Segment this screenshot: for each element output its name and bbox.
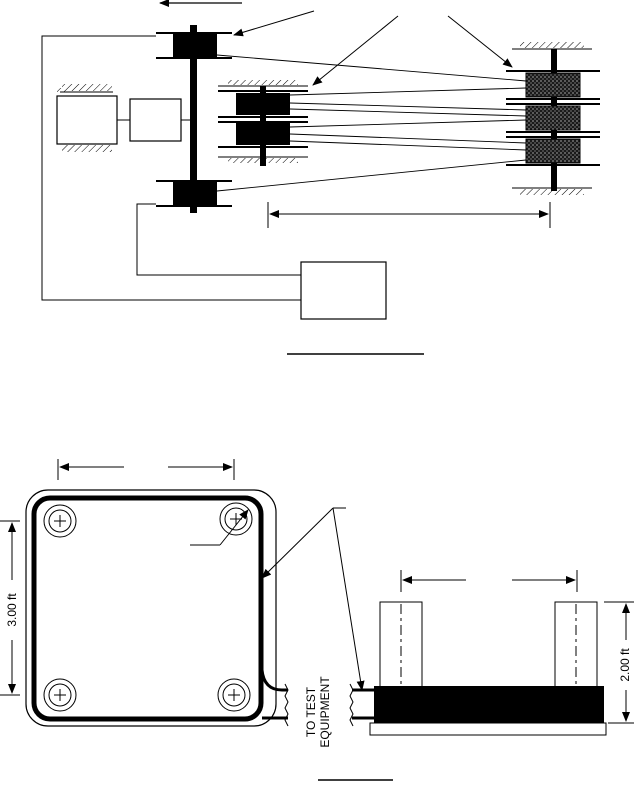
lower-plan-view: 3.00 ft TO TEST EQUIPMENT [0,459,634,781]
lead-wire [260,669,288,692]
coil-loop [31,495,264,722]
height-label: 3.00 ft [5,593,19,627]
right-height-label: 2.00 ft [618,648,632,682]
middle-coil-stack [218,80,308,166]
outer-wire [41,35,301,301]
crosshair-bolt-icon [217,678,251,712]
bottom-coil [156,180,232,207]
left-box-2 [129,98,182,142]
top-coil [156,32,232,59]
leader-arrow-icon [261,507,334,579]
coil-winding-section [374,686,604,723]
side-elevation: 2.00 ft [369,570,634,736]
test-equipment-label-1: TO TEST [304,686,318,737]
span-dimension [267,202,551,228]
base-plate [369,722,607,736]
plate-outline [25,489,277,727]
crosshair-bolt-icon [219,502,253,536]
inner-wire [136,203,301,276]
left-box-1 [56,95,118,145]
test-equipment-label-2: EQUIPMENT [318,676,332,748]
right-core-stack [506,42,600,195]
flux-lines [216,54,527,192]
leader-arrow-icon [312,15,399,86]
ground-hatch-icon [57,84,113,152]
crosshair-bolt-icon [43,678,77,712]
leader-arrow-icon [332,507,365,691]
crosshair-bolt-icon [43,504,77,538]
main-shaft [190,25,197,213]
leader-arrow-icon [447,15,513,68]
instrument-box [300,261,387,320]
leader-arrow-icon [233,10,315,37]
upper-schematic [41,0,600,355]
